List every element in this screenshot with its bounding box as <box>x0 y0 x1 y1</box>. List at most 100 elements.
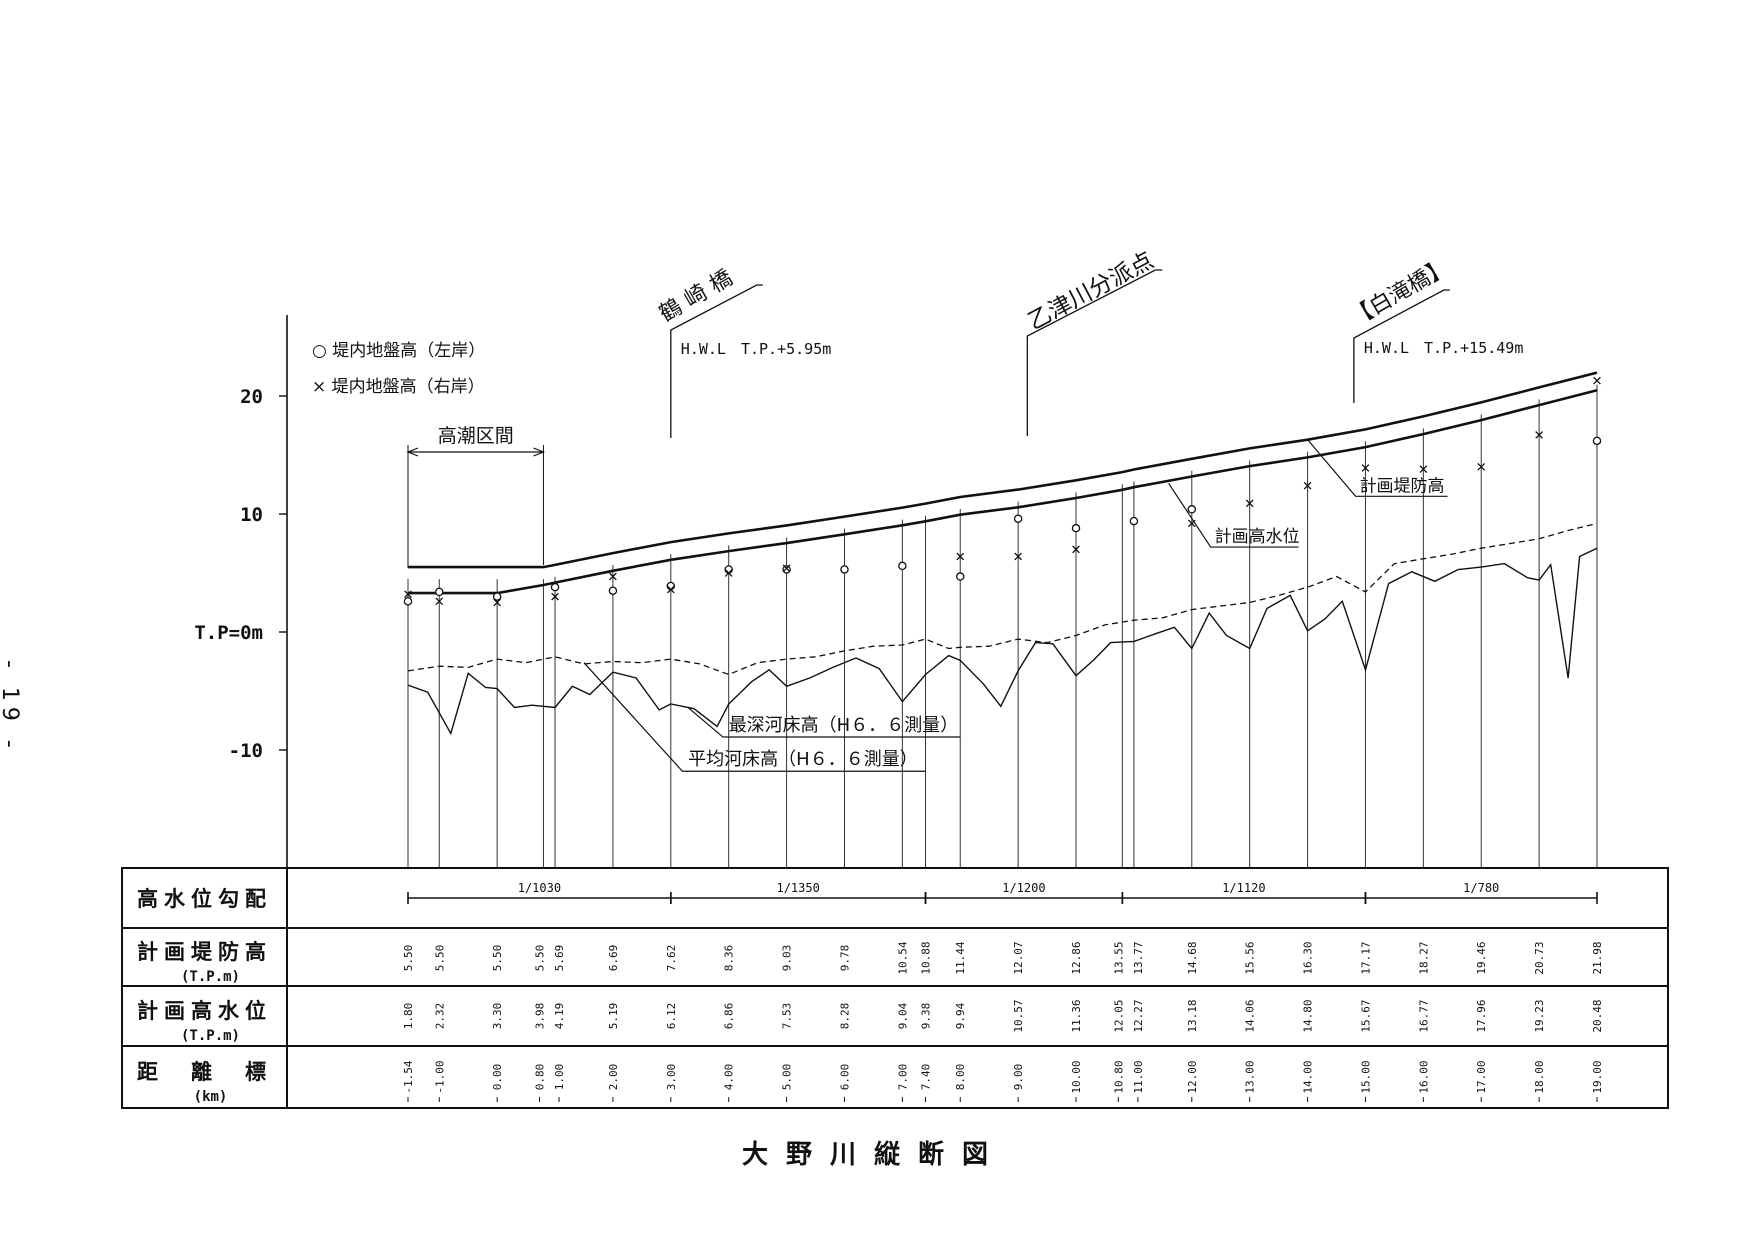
hwl-value: 14.80 <box>1302 999 1315 1032</box>
series-line-1 <box>408 389 1598 595</box>
table-row-label: 高水位勾配 <box>137 887 272 911</box>
right-bank-ground-point <box>956 552 965 561</box>
hwl-value: 12.27 <box>1132 999 1145 1032</box>
left-bank-ground-point <box>1592 436 1602 446</box>
levee-height-value: 20.73 <box>1533 941 1546 974</box>
right-bank-ground-point <box>551 592 559 601</box>
distance-marker-value: 15.00 <box>1359 1060 1372 1093</box>
hwl-value: 12.05 <box>1112 999 1125 1032</box>
hwl-value: 7.53 <box>781 1003 794 1030</box>
levee-height-value: 21.98 <box>1591 941 1604 974</box>
distance-marker-value: 10.00 <box>1070 1060 1083 1093</box>
levee-label: 計画堤防高 <box>1360 476 1445 496</box>
hwl-value: 16.77 <box>1417 999 1430 1032</box>
distance-marker-value: 19.00 <box>1591 1060 1604 1093</box>
distance-marker-value: 7.40 <box>920 1064 933 1091</box>
bridge1-leader <box>670 284 763 438</box>
hwl-value: 6.86 <box>723 1003 736 1030</box>
levee-height-value: 5.50 <box>533 945 546 972</box>
series-line-3 <box>407 547 1598 736</box>
deepest-label: 最深河床高（H６．６測量） <box>729 715 959 736</box>
distance-marker-value: 1.00 <box>553 1064 566 1091</box>
distance-marker-value: 11.00 <box>1132 1060 1145 1093</box>
right-bank-ground-point <box>404 590 412 599</box>
hwl-value: 5.19 <box>607 1003 620 1030</box>
hwl-value: 19.23 <box>1533 999 1546 1032</box>
left-bank-ground-point <box>782 565 791 574</box>
left-bank-ground-point <box>435 587 444 597</box>
tidal-section-label: 高潮区間 <box>438 425 514 447</box>
levee-height-value: 9.03 <box>781 945 794 972</box>
left-bank-ground-point <box>955 572 965 581</box>
hwl-value: 2.32 <box>433 1003 446 1030</box>
left-bank-ground-point <box>1187 505 1197 514</box>
right-bank-ground-point <box>435 597 444 606</box>
hwl-value: 9.04 <box>896 1002 909 1029</box>
bridge2-hwl: H.W.L T.P.+15.49m <box>1364 339 1524 357</box>
hwl-value: 9.94 <box>954 1002 967 1029</box>
hwl-label: 計画高水位 <box>1215 527 1300 547</box>
distance-marker-value: -1.00 <box>433 1060 446 1093</box>
hwl-value: 8.28 <box>838 1003 851 1030</box>
distance-marker-value: 6.00 <box>838 1064 851 1091</box>
distance-marker-value: -1.54 <box>402 1060 415 1093</box>
levee-height-value: 10.88 <box>920 941 933 974</box>
right-bank-ground-point <box>666 585 675 594</box>
levee-height-value: 5.69 <box>553 945 566 972</box>
right-bank-ground-point <box>493 598 502 607</box>
hwl-value: 20.48 <box>1591 999 1604 1032</box>
distance-marker-value: 17.00 <box>1475 1060 1488 1093</box>
levee-height-value: 18.27 <box>1417 941 1430 974</box>
levee-height-value: 16.30 <box>1302 941 1315 974</box>
distance-marker-value: 9.00 <box>1012 1064 1025 1091</box>
right-bank-ground-point <box>1303 481 1312 490</box>
arrow-head <box>406 447 419 457</box>
right-bank-ground-point <box>782 564 791 573</box>
right-bank-ground-point <box>724 569 733 577</box>
levee-height-value: 15.56 <box>1244 941 1257 974</box>
levee-height-value: 5.50 <box>491 945 504 972</box>
table-row-label: 距 離 標 <box>137 1060 272 1084</box>
legend-item-right-bank: × 堤内地盤高（右岸） <box>312 377 485 397</box>
levee-height-value: 14.68 <box>1186 941 1199 974</box>
levee-height-value: 5.50 <box>433 945 446 972</box>
left-bank-ground-point <box>898 561 907 571</box>
right-bank-ground-point <box>609 572 617 581</box>
left-bank-ground-point <box>403 597 413 606</box>
hwl-value: 13.18 <box>1186 999 1199 1032</box>
distance-marker-value: 8.00 <box>954 1064 967 1091</box>
table-row-unit: (T.P.m) <box>181 1028 240 1044</box>
left-bank-ground-point <box>492 592 502 601</box>
gradient-label: 1/1030 <box>518 881 561 895</box>
left-bank-ground-point <box>666 581 676 591</box>
right-bank-ground-point <box>1535 431 1543 439</box>
series-line-0 <box>408 371 1598 569</box>
y-tick-label: 10 <box>240 504 263 526</box>
left-bank-ground-point <box>840 565 849 574</box>
distance-marker-value: 0.00 <box>491 1064 504 1091</box>
distance-marker-value: 3.00 <box>665 1064 678 1091</box>
right-bank-ground-point <box>1419 465 1428 474</box>
y-tick-label: 20 <box>240 386 263 408</box>
left-bank-ground-point <box>1129 516 1139 526</box>
y-tick-label: -10 <box>229 740 263 762</box>
hwl-label-leader <box>1168 482 1299 548</box>
series-lines <box>407 371 1598 736</box>
hwl-value: 4.19 <box>553 1003 566 1030</box>
average-label-leader <box>583 662 926 772</box>
hwl-value: 10.57 <box>1012 999 1025 1032</box>
levee-label-leader <box>1307 439 1448 497</box>
bridge1-hwl: H.W.L T.P.+5.95m <box>681 340 831 358</box>
distance-marker-value: 14.00 <box>1302 1060 1315 1093</box>
right-bank-ground-point <box>1245 499 1254 508</box>
page-number: - 19 - <box>0 660 22 754</box>
distance-marker-value: 16.00 <box>1417 1060 1430 1093</box>
distance-marker-value: 4.00 <box>723 1064 736 1091</box>
right-bank-ground-point <box>1014 552 1022 561</box>
levee-height-value: 10.54 <box>896 941 909 974</box>
hwl-value: 3.98 <box>533 1003 546 1030</box>
